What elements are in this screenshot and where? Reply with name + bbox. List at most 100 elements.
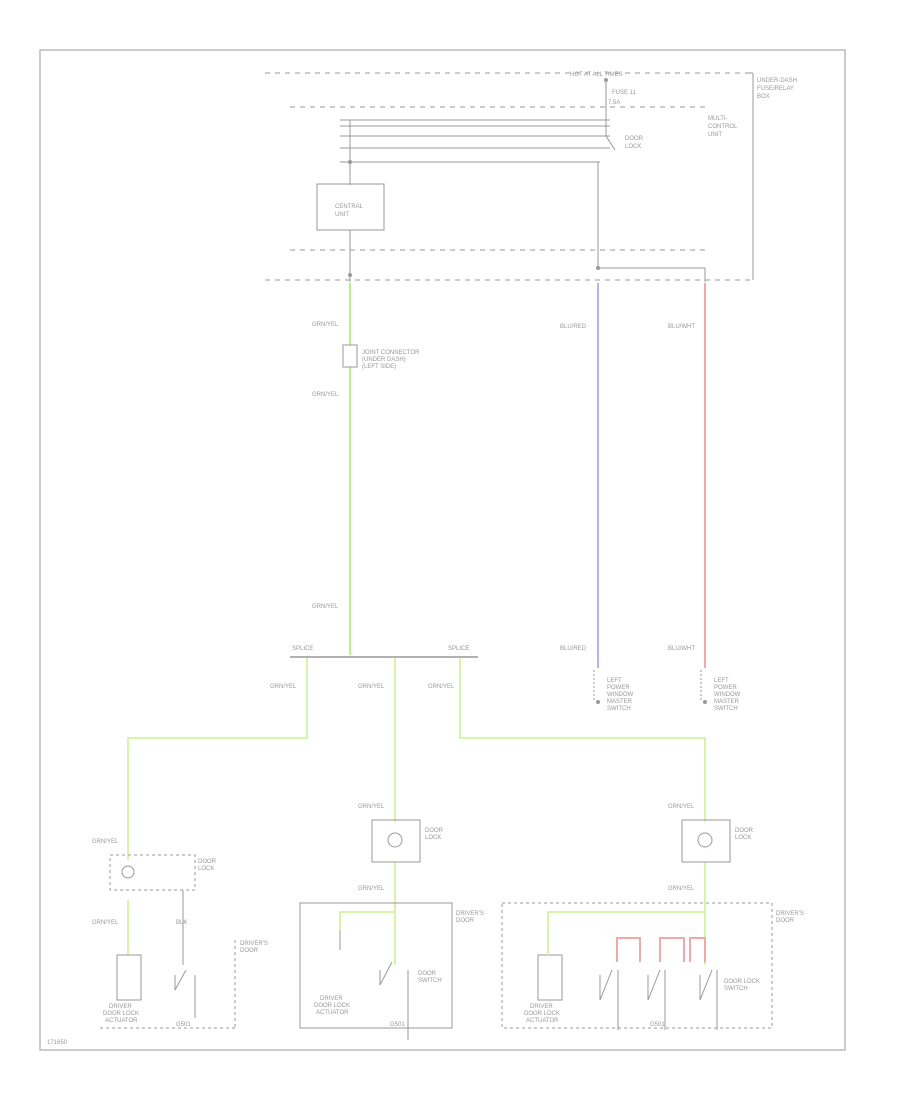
svg-text:DOOR: DOOR: [625, 136, 644, 142]
svg-text:LOCK: LOCK: [625, 144, 641, 150]
svg-text:DRIVER: DRIVER: [109, 1004, 132, 1010]
ground-right-label: G501: [650, 1022, 665, 1028]
left-lamp-box: [109, 854, 196, 891]
right-switch-label: DRIVER DOOR LOCK ACTUATOR: [524, 1004, 560, 1024]
mid-lamp-icon: [387, 832, 403, 848]
svg-text:MASTER: MASTER: [714, 699, 740, 705]
svg-text:UNIT: UNIT: [335, 212, 349, 218]
svg-text:CENTRAL: CENTRAL: [335, 204, 364, 210]
branch-right-wire-label: GRN/YEL: [428, 684, 455, 690]
svg-text:ACTUATOR: ACTUATOR: [105, 1018, 138, 1024]
fuse-box: [265, 72, 754, 282]
svg-text:DOOR LOCK: DOOR LOCK: [524, 1011, 560, 1017]
ground-left-label: G501: [176, 1022, 191, 1028]
right-box-wire2-label: GRN/YEL: [668, 886, 695, 892]
right-wire-bottom-label: BLU/WHT: [668, 646, 695, 652]
svg-text:DRIVER: DRIVER: [530, 1004, 553, 1010]
joint-connector-label: JOINT CONNECTOR (UNDER DASH) (LEFT SIDE): [362, 350, 420, 370]
left-box-wire-label: GRN/YEL: [92, 839, 119, 845]
svg-text:DOOR: DOOR: [240, 948, 259, 954]
mid-lamp-box: [371, 819, 421, 863]
splice-left-label: SPLICE: [292, 646, 313, 652]
svg-text:LOCK: LOCK: [425, 835, 441, 841]
svg-text:BOX: BOX: [757, 94, 770, 100]
svg-text:SWITCH: SWITCH: [418, 978, 442, 984]
svg-text:DOOR: DOOR: [735, 828, 754, 834]
svg-text:POWER: POWER: [607, 685, 630, 691]
fuse-label: FUSE 11: [612, 90, 637, 96]
left-wire-low-label: GRN/YEL: [312, 604, 339, 610]
fuse-amps-label: 7.5A: [608, 100, 620, 106]
svg-text:SWITCH: SWITCH: [714, 706, 738, 712]
mid-unit-label: DOOR SWITCH: [418, 971, 442, 984]
svg-text:DOOR: DOOR: [776, 918, 795, 924]
svg-text:DOOR: DOOR: [425, 828, 444, 834]
door-lock-relay-label: DOOR LOCK: [625, 136, 644, 150]
left-switch-label: DRIVER DOOR LOCK ACTUATOR: [103, 1004, 139, 1024]
svg-text:DRIVER'S: DRIVER'S: [240, 941, 268, 947]
svg-text:ACTUATOR: ACTUATOR: [316, 1010, 349, 1016]
svg-text:(LEFT SIDE): (LEFT SIDE): [362, 364, 396, 370]
diagram-border: [39, 49, 846, 1051]
svg-text:LEFT: LEFT: [714, 678, 729, 684]
right-unit-label: DOOR LOCK SWITCH: [724, 979, 760, 992]
svg-text:SWITCH: SWITCH: [724, 986, 748, 992]
mid-box-wire-label: GRN/YEL: [358, 804, 385, 810]
svg-text:LOCK: LOCK: [735, 835, 751, 841]
right-lamp-label: DOOR LOCK: [735, 828, 754, 841]
svg-text:POWER: POWER: [714, 685, 737, 691]
right-door-label: DRIVER'S DOOR: [776, 911, 804, 924]
left-box-wire2-label: GRN/YEL: [92, 920, 119, 926]
branch-left-wire-label: GRN/YEL: [270, 684, 297, 690]
svg-text:DOOR LOCK: DOOR LOCK: [724, 979, 760, 985]
svg-text:DOOR LOCK: DOOR LOCK: [314, 1003, 350, 1009]
mid-door-box: [299, 902, 453, 1029]
svg-text:UNDER-DASH: UNDER-DASH: [757, 78, 797, 84]
splice-right-label: SPLICE: [448, 646, 469, 652]
svg-text:WINDOW: WINDOW: [607, 692, 634, 698]
svg-text:FUSE/RELAY: FUSE/RELAY: [757, 86, 794, 92]
hot-at-all-times-label: HOT AT ALL TIMES: [570, 72, 623, 78]
mid-box-wire2-label: GRN/YEL: [358, 886, 385, 892]
svg-text:DOOR: DOOR: [456, 918, 475, 924]
right-red-jumpers: [616, 937, 706, 962]
fuse-box-label: UNDER-DASH FUSE/RELAY BOX: [757, 78, 797, 100]
left-lamp-icon: [121, 865, 135, 879]
svg-text:MULTI-: MULTI-: [708, 116, 728, 122]
footer-id: 171650: [47, 1040, 68, 1046]
svg-text:SWITCH: SWITCH: [607, 706, 631, 712]
svg-text:UNIT: UNIT: [708, 132, 722, 138]
mid-wire-top-label: BLU/RED: [560, 324, 587, 330]
left-lamp-label: DOOR LOCK: [198, 859, 217, 872]
svg-text:MASTER: MASTER: [607, 699, 633, 705]
left-box-gnd-label: BLK: [176, 920, 187, 926]
ground-mid-label: G501: [390, 1022, 405, 1028]
multi-control-unit-label: MULTI- CONTROL UNIT: [708, 116, 738, 138]
central-unit-label: CENTRAL UNIT: [335, 204, 364, 218]
joint-connector-box: [342, 344, 358, 368]
mid-door-label: DRIVER'S DOOR: [456, 911, 484, 924]
svg-text:DOOR: DOOR: [418, 971, 437, 977]
left-wire-top-label: GRN/YEL: [312, 322, 339, 328]
svg-text:DRIVER'S: DRIVER'S: [776, 911, 804, 917]
svg-text:CONTROL: CONTROL: [708, 124, 738, 130]
branch-mid-wire-label: GRN/YEL: [358, 684, 385, 690]
right-box-wire-label: GRN/YEL: [668, 804, 695, 810]
right-wire-top-label: BLU/WHT: [668, 324, 695, 330]
svg-text:ACTUATOR: ACTUATOR: [526, 1018, 559, 1024]
left-wire-mid-label: GRN/YEL: [312, 392, 339, 398]
right-lamp-icon: [697, 832, 713, 848]
svg-text:DOOR LOCK: DOOR LOCK: [103, 1011, 139, 1017]
svg-text:JOINT CONNECTOR: JOINT CONNECTOR: [362, 350, 420, 356]
central-unit-box: [316, 183, 385, 231]
mid-endnote: LEFT POWER WINDOW MASTER SWITCH: [607, 678, 634, 712]
left-door-label: DRIVER'S DOOR: [240, 941, 268, 954]
right-lamp-box: [681, 819, 731, 863]
svg-text:LEFT: LEFT: [607, 678, 622, 684]
mid-lamp-label: DOOR LOCK: [425, 828, 444, 841]
svg-text:DOOR: DOOR: [198, 859, 217, 865]
right-actuator: [537, 954, 563, 1001]
svg-text:LOCK: LOCK: [198, 866, 214, 872]
svg-text:DRIVER: DRIVER: [320, 996, 343, 1002]
svg-text:WINDOW: WINDOW: [714, 692, 741, 698]
